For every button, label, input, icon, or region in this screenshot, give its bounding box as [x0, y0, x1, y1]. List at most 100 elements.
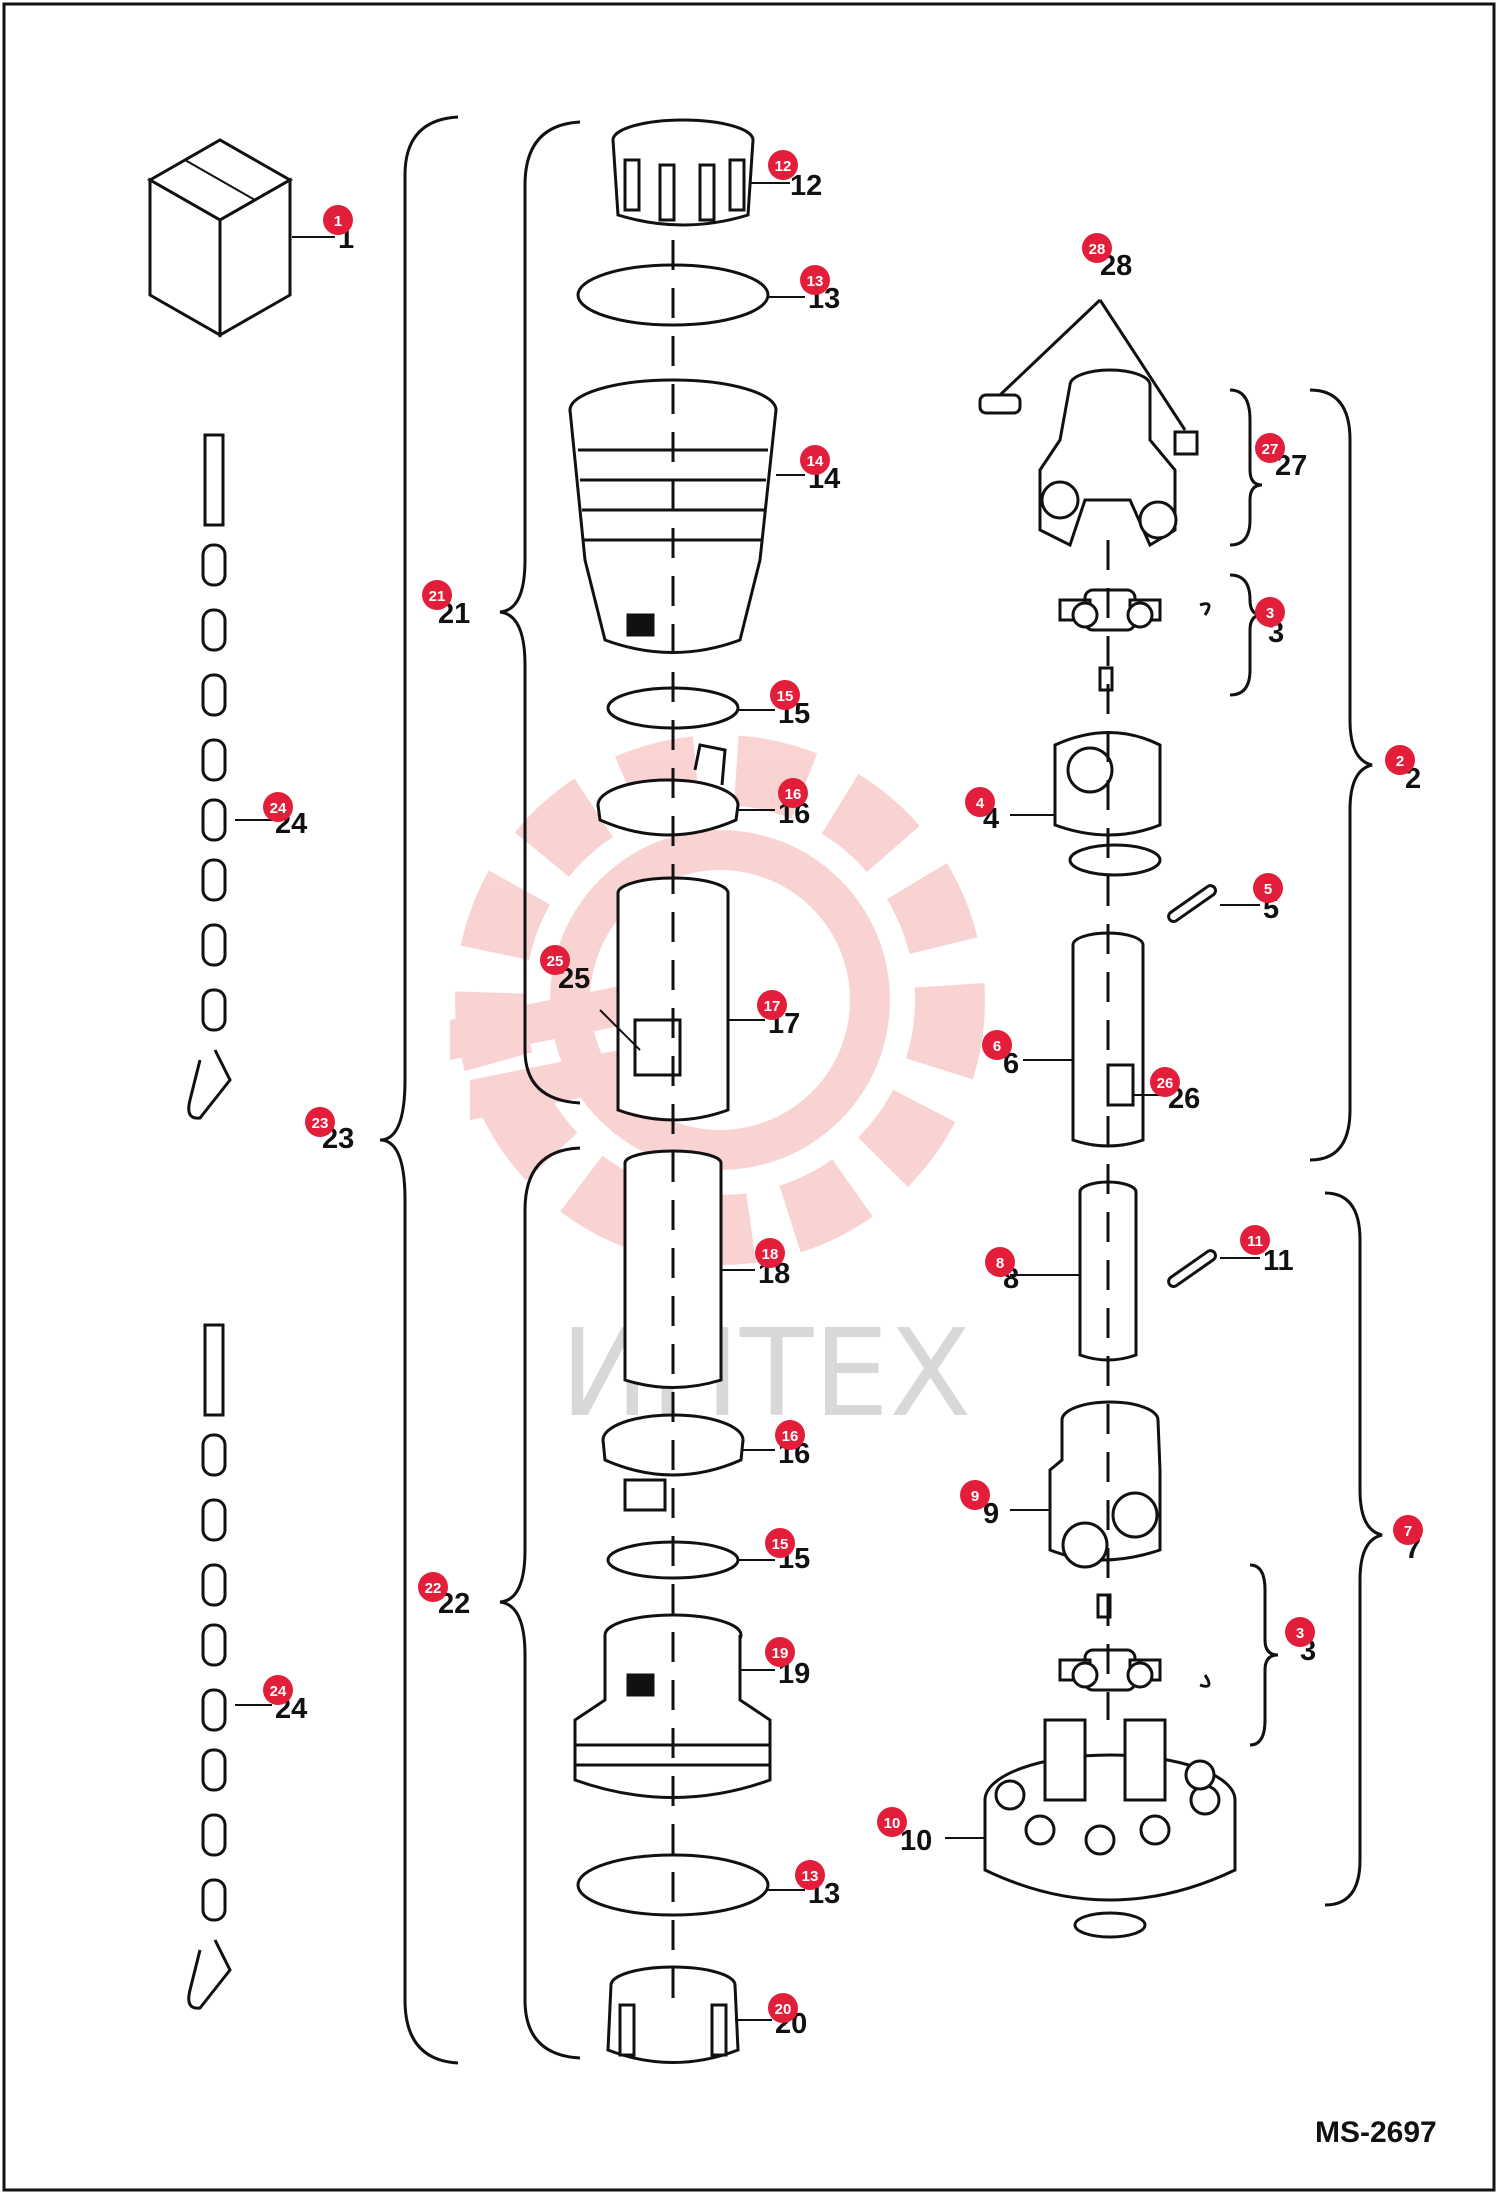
svg-text:11: 11 — [1247, 1233, 1263, 1250]
svg-text:12: 12 — [775, 158, 792, 175]
chain-icon — [187, 433, 232, 1120]
svg-text:26: 26 — [1157, 1075, 1174, 1092]
svg-text:25: 25 — [547, 953, 564, 970]
yoke-part — [1038, 368, 1178, 548]
badge-1: 1 — [323, 205, 353, 235]
svg-text:19: 19 — [772, 1645, 789, 1662]
badge-28: 28 — [1082, 233, 1112, 263]
badge-11: 11 — [1240, 1225, 1270, 1255]
badge-23: 23 — [305, 1107, 335, 1137]
badge-27: 27 — [1255, 433, 1285, 463]
svg-text:2: 2 — [1396, 753, 1404, 770]
shield-cap-part — [611, 118, 755, 227]
svg-text:1: 1 — [334, 213, 342, 230]
label-11: 11 — [1263, 1245, 1294, 1277]
part-badges: 1 2 3 3 4 5 6 7 8 9 10 11 12 13 13 14 15… — [263, 150, 1423, 2023]
badge-5: 5 — [1253, 873, 1283, 903]
badge-7: 7 — [1393, 1515, 1423, 1545]
badge-24a: 24 — [263, 792, 293, 822]
grease-fitting-part — [1098, 666, 1114, 692]
badge-17: 17 — [757, 990, 787, 1020]
svg-text:3: 3 — [1266, 605, 1274, 622]
badge-9: 9 — [960, 1480, 990, 1510]
svg-text:15: 15 — [777, 688, 794, 705]
svg-text:8: 8 — [996, 1255, 1004, 1272]
svg-text:3: 3 — [1296, 1625, 1304, 1642]
svg-text:4: 4 — [976, 795, 985, 812]
svg-text:24: 24 — [270, 1683, 287, 1700]
part-box-icon — [146, 138, 294, 338]
brace-7 — [1324, 1191, 1383, 1907]
spring-pin-part-2 — [1167, 1249, 1217, 1288]
badge-20: 20 — [768, 1993, 798, 2023]
svg-text:28: 28 — [1089, 241, 1106, 258]
svg-text:10: 10 — [884, 1815, 901, 1832]
label-10: 10 — [900, 1825, 932, 1857]
brace-3b — [1249, 1563, 1279, 1747]
diagram-code: MS-2697 — [1315, 2116, 1437, 2149]
badge-16a: 16 — [778, 778, 808, 808]
svg-text:14: 14 — [807, 453, 824, 470]
badge-13b: 13 — [795, 1860, 825, 1890]
badge-3a: 3 — [1255, 597, 1285, 627]
badge-15a: 15 — [770, 680, 800, 710]
chain-icon — [187, 1323, 232, 2010]
svg-text:9: 9 — [971, 1488, 979, 1505]
friction-clutch-part — [983, 1718, 1237, 1939]
badge-24b: 24 — [263, 1675, 293, 1705]
badge-6: 6 — [982, 1030, 1012, 1060]
badge-3b: 3 — [1285, 1617, 1315, 1647]
right-parts — [978, 298, 1237, 1939]
spring-pin-part — [1167, 884, 1217, 923]
badge-26: 26 — [1150, 1067, 1180, 1097]
svg-text:22: 22 — [425, 1580, 442, 1597]
badge-8: 8 — [985, 1247, 1015, 1277]
svg-text:23: 23 — [312, 1115, 329, 1132]
set-screw-part — [1173, 430, 1199, 456]
svg-text:21: 21 — [429, 588, 446, 605]
badge-12: 12 — [768, 150, 798, 180]
svg-text:7: 7 — [1404, 1523, 1412, 1540]
cross-journal-part — [1058, 588, 1211, 632]
braces — [379, 115, 1383, 2065]
brace-2 — [1309, 388, 1373, 1162]
badge-15b: 15 — [765, 1528, 795, 1558]
badge-14: 14 — [800, 445, 830, 475]
svg-text:15: 15 — [772, 1536, 789, 1553]
brace-21 — [499, 120, 581, 1105]
svg-text:24: 24 — [270, 800, 287, 817]
bolt-part — [978, 393, 1022, 415]
brace-23 — [379, 115, 459, 2065]
label-12: 12 — [790, 170, 822, 202]
svg-text:6: 6 — [993, 1038, 1001, 1055]
badge-10: 10 — [877, 1807, 907, 1837]
badge-25: 25 — [540, 945, 570, 975]
shield-cap-part-bottom — [606, 1965, 740, 2064]
brace-27 — [1229, 388, 1263, 547]
bearing-part-bottom — [601, 1413, 745, 1512]
svg-text:13: 13 — [802, 1868, 819, 1885]
svg-text:17: 17 — [764, 998, 781, 1015]
label-9: 9 — [983, 1498, 999, 1530]
badge-22: 22 — [418, 1572, 448, 1602]
bearing-part — [596, 743, 740, 837]
badge-18: 18 — [755, 1238, 785, 1268]
badge-16b: 16 — [775, 1420, 805, 1450]
center-parts — [568, 118, 778, 2064]
svg-text:20: 20 — [775, 2001, 792, 2018]
leader-lines — [235, 182, 1260, 2021]
badge-4: 4 — [965, 787, 995, 817]
outer-yoke-part — [1048, 1400, 1162, 1569]
svg-text:27: 27 — [1262, 441, 1279, 458]
brace-22 — [499, 1146, 581, 2060]
svg-text:18: 18 — [762, 1246, 779, 1263]
badge-13a: 13 — [800, 265, 830, 295]
shield-cone-part — [568, 378, 778, 654]
svg-text:16: 16 — [785, 786, 802, 803]
badge-21: 21 — [422, 580, 452, 610]
svg-text:16: 16 — [782, 1428, 799, 1445]
badge-2: 2 — [1385, 745, 1415, 775]
svg-text:5: 5 — [1264, 881, 1272, 898]
